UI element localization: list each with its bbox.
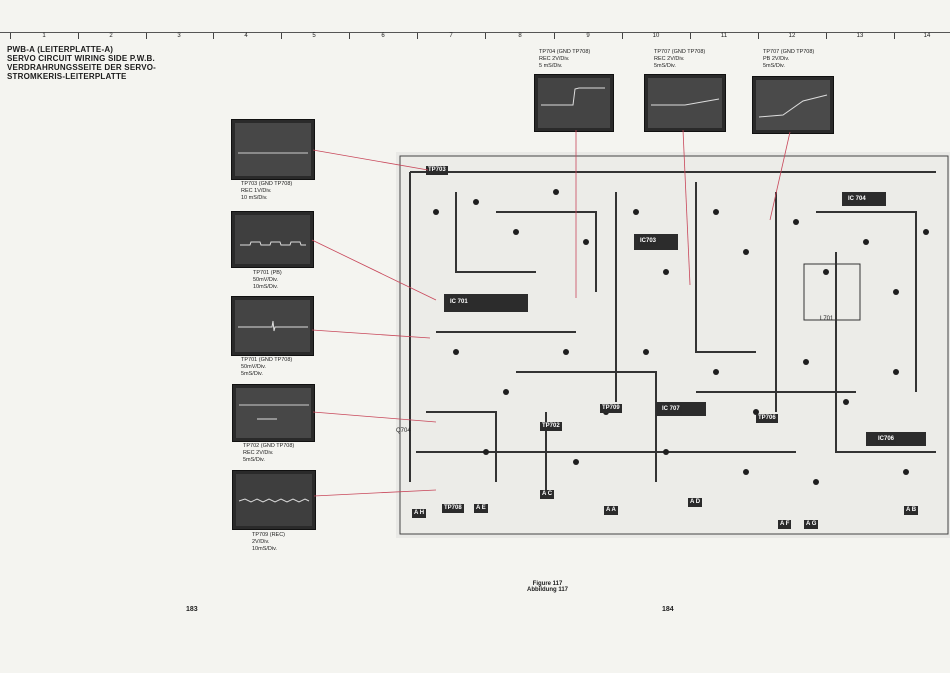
connector-label: A D (688, 498, 703, 507)
ruler-number: 3 (177, 33, 181, 39)
oscilloscope-trace-image (534, 74, 614, 132)
scope-caption: TP709 (REC)2V/Div.10mS/Div. (252, 532, 286, 552)
pcb-artwork (399, 155, 949, 535)
ruler-number: 4 (244, 33, 248, 39)
ruler-number: 5 (312, 33, 316, 39)
ruler-number: 6 (381, 33, 385, 39)
testpoint-label: TP708 (442, 504, 464, 513)
connector-label: A F (778, 520, 792, 529)
testpoint-label: TP702 (540, 422, 562, 431)
pcb-wiring-diagram: IC 701 IC703 IC 704 IC 707 IC706 A H A E… (396, 152, 950, 538)
grid-ruler: 1 2 3 4 5 6 7 8 9 10 11 12 13 14 (0, 32, 950, 43)
board-title: PWB-A (LEITERPLATTE-A) SERVO CIRCUIT WIR… (7, 45, 156, 81)
component-label: L701 (820, 316, 834, 322)
scope-caption: TP702 (GND TP708)REC 2V/Div.5mS/Div. (243, 443, 295, 463)
ic-label: IC 701 (448, 298, 470, 307)
testpoint-label: TP703 (426, 166, 448, 175)
ruler-number: 12 (788, 33, 796, 39)
ic-label: IC703 (638, 237, 659, 246)
title-line: STROMKERIS-LEITERPLATTE (7, 72, 127, 81)
connector-label: A C (540, 490, 555, 499)
ic-label: IC 704 (846, 195, 868, 204)
connector-label: A B (904, 506, 919, 515)
connector-label: A G (804, 520, 819, 529)
oscilloscope-trace-image (644, 74, 726, 132)
ruler-number: 14 (923, 33, 931, 39)
ruler-number: 7 (449, 33, 453, 39)
figure-caption: Figure 117 Abbildung 117 (527, 581, 569, 593)
page-number-right: 184 (662, 606, 674, 613)
connector-label: A E (474, 504, 488, 513)
title-line: PWB-A (LEITERPLATTE-A) (7, 45, 114, 54)
oscilloscope-trace-image (231, 296, 314, 356)
ruler-number: 8 (518, 33, 522, 39)
oscilloscope-trace-image (231, 119, 315, 180)
oscilloscope-trace-image (232, 470, 316, 530)
connector-label: A H (412, 509, 427, 518)
scope-caption: TP707 (GND TP708)REC 2V/Div.5mS/Div. (654, 49, 706, 69)
scope-caption: TP704 (GND TP708)REC 2V/Div.5 mS/Div. (539, 49, 591, 69)
ruler-number: 10 (652, 33, 660, 39)
page-number-left: 183 (186, 606, 198, 613)
connector-label: A A (604, 506, 618, 515)
oscilloscope-trace-image (231, 211, 314, 268)
ruler-number: 11 (720, 33, 728, 39)
scope-caption: TP701 (PB)50mV/Div.10mS/Div. (253, 270, 282, 290)
ruler-number: 9 (586, 33, 590, 39)
oscilloscope-trace-image (752, 76, 834, 134)
scope-caption: TP707 (GND TP708)PB 2V/Div.5mS/Div. (763, 49, 815, 69)
title-line: VERDRAHRUNGSSEITE DER SERVO- (7, 63, 157, 72)
oscilloscope-trace-image (232, 384, 315, 442)
ruler-number: 2 (109, 33, 113, 39)
scope-caption: TP701 (GND TP708)50mV/Div.5mS/Div. (241, 357, 293, 377)
component-label: Q704 (396, 428, 411, 434)
ruler-number: 13 (856, 33, 864, 39)
testpoint-label: TP709 (600, 404, 622, 413)
ruler-number: 1 (42, 33, 46, 39)
title-line: SERVO CIRCUIT WIRING SIDE P.W.B. (7, 54, 155, 63)
scope-caption: TP703 (GND TP708)REC 1V/Div.10 mS/Div. (241, 181, 293, 201)
ic-label: IC706 (876, 435, 897, 444)
testpoint-label: TP706 (756, 414, 778, 423)
ic-label: IC 707 (660, 405, 682, 414)
